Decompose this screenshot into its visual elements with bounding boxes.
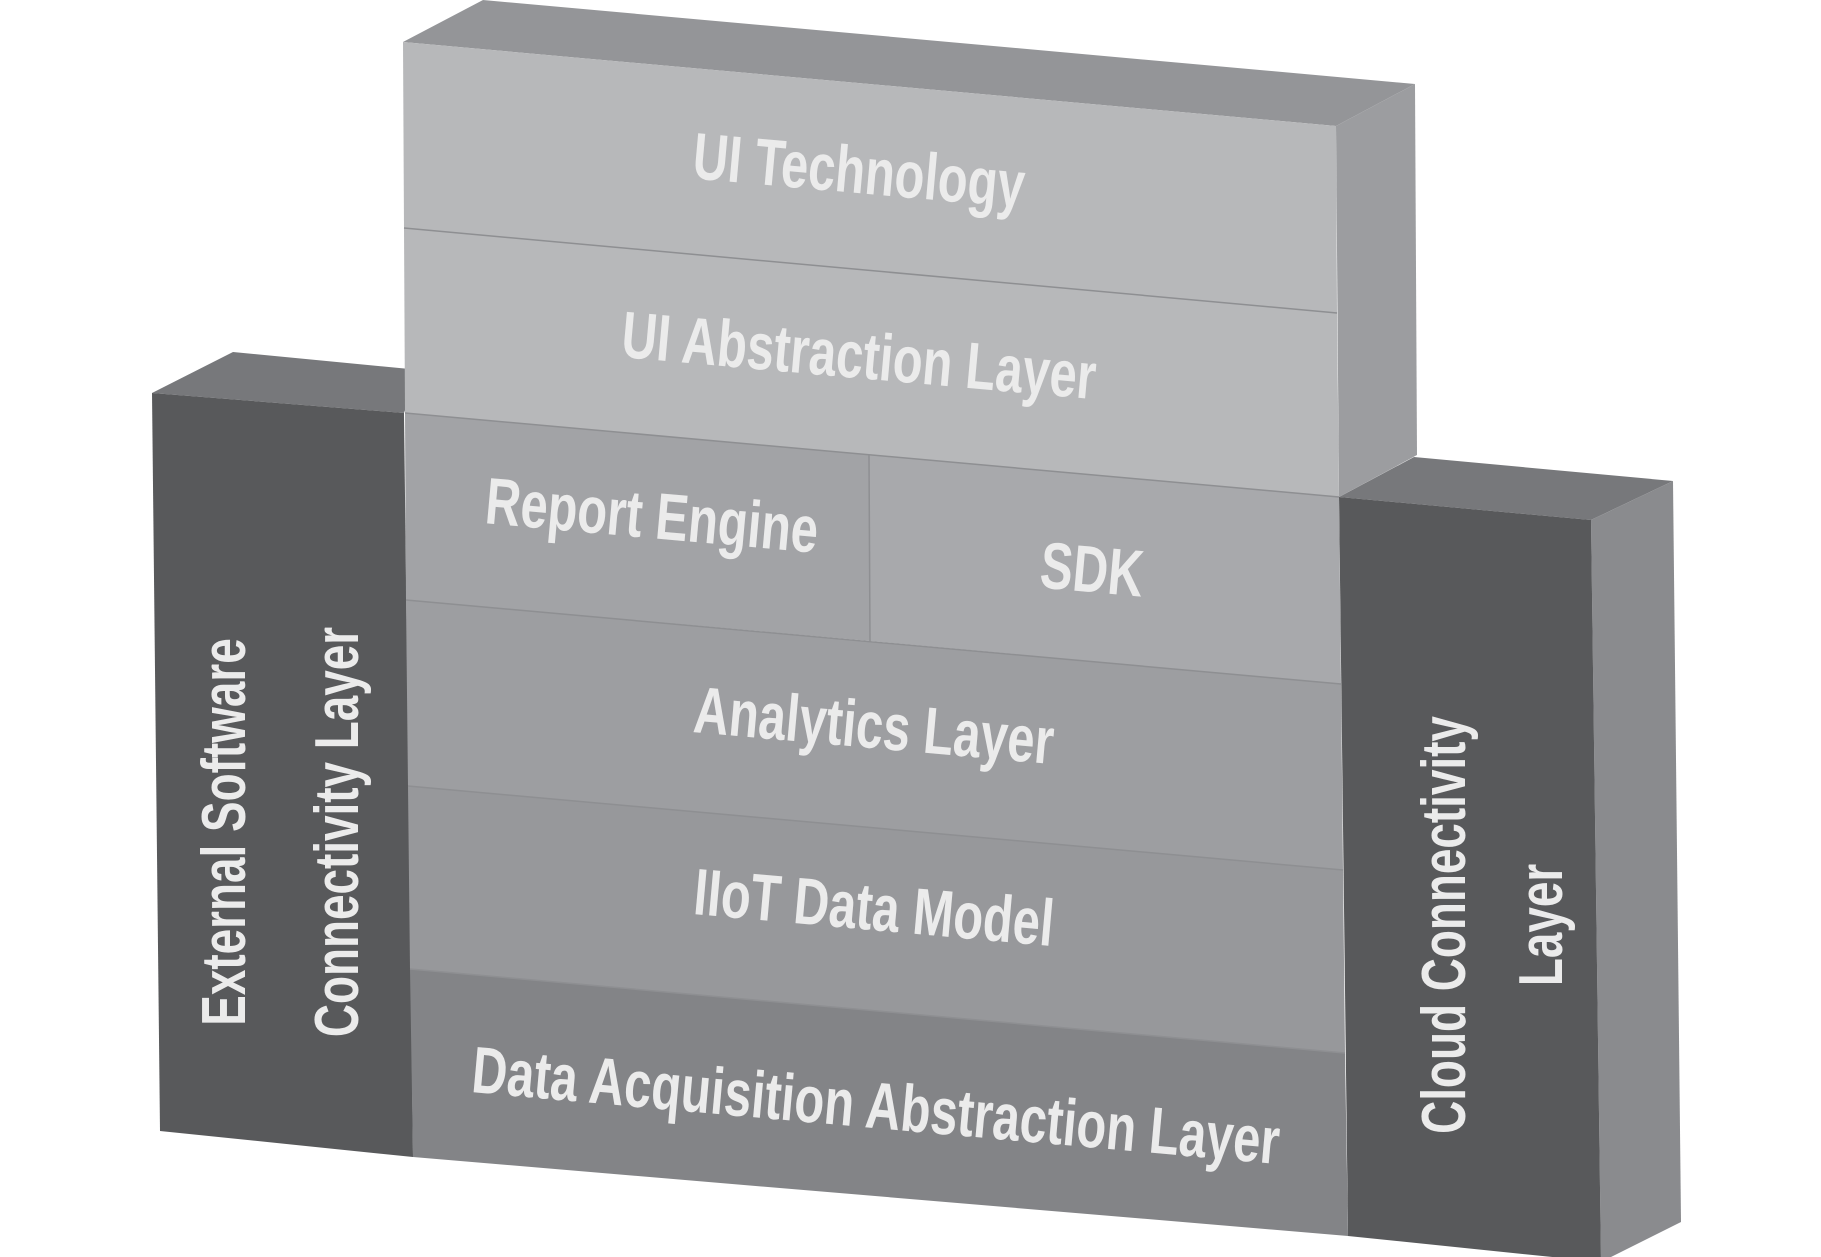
stack-side-face [1336,84,1417,497]
right-pillar [1339,457,1681,1257]
layer-iiot-data-model [408,786,1345,1053]
label-left-pillar-line1: External Software [189,638,258,1025]
layer-dividers [403,227,1346,1054]
label-right-pillar-line1: Cloud Connectivity [1409,716,1478,1134]
right-pillar-top [1339,457,1673,520]
left-pillar-top [152,352,420,413]
label-right-pillar-line2: Layer [1506,864,1575,986]
left-pillar-front [152,393,413,1157]
layer-sdk [869,455,1341,684]
layer-report-engine [405,413,870,641]
layer-analytics [406,600,1343,870]
layer-data-acquisition [410,969,1348,1236]
layer-ui-technology [403,42,1337,313]
layer-ui-abstraction [404,228,1339,497]
stack-top-face [403,0,1415,126]
central-stack [403,0,1417,1236]
right-pillar-side [1591,481,1681,1257]
label-left-pillar-line2: Connectivity Layer [302,627,371,1037]
label-sdk: SDK [1037,529,1146,612]
left-pillar [152,352,420,1157]
right-pillar-front [1339,497,1601,1257]
